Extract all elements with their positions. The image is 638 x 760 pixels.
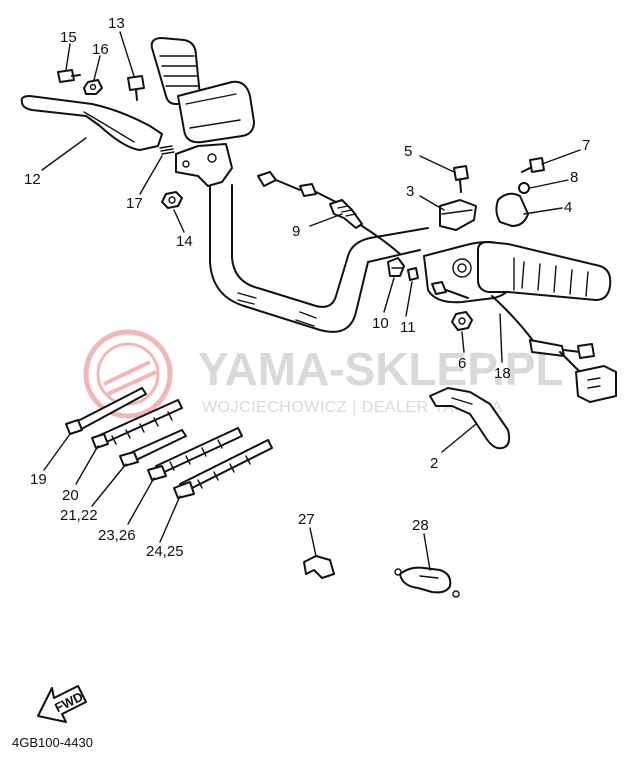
callout-28: 28 (412, 517, 429, 534)
callout-20: 20 (62, 487, 79, 504)
callout-5: 5 (404, 143, 412, 160)
callout-27: 27 (298, 511, 315, 528)
callout-4: 4 (564, 199, 572, 216)
throttle-cable (257, 171, 401, 255)
cable-ties (65, 387, 273, 499)
callout-16: 16 (92, 41, 109, 58)
callout-23-26: 23,26 (98, 527, 136, 544)
callout-6: 6 (458, 355, 466, 372)
callout-18: 18 (494, 365, 511, 382)
lever-holder-bracket (175, 143, 233, 187)
right-grip (477, 241, 612, 301)
callout-9: 9 (292, 223, 300, 240)
left-switch-housing (177, 80, 255, 144)
callout-3: 3 (406, 183, 414, 200)
fwd-direction-arrow: FWD (37, 685, 87, 723)
switch-lead (491, 295, 617, 403)
callout-7: 7 (582, 137, 590, 154)
callout-11: 11 (400, 319, 416, 336)
watermark-subtitle: WOJCIECHOWICZ | DEALER YAMAHA (202, 399, 503, 416)
callout-17: 17 (126, 195, 143, 212)
callout-labels: 15 16 13 12 17 14 9 5 7 8 3 4 10 11 6 18… (24, 15, 590, 560)
throttle-assembly-parts (431, 157, 545, 331)
callout-19: 19 (30, 471, 47, 488)
band-part (394, 566, 460, 598)
callout-13: 13 (108, 15, 125, 32)
callout-2: 2 (430, 455, 438, 472)
callout-8: 8 (570, 169, 578, 186)
callout-24-25: 24,25 (146, 543, 184, 560)
callout-14: 14 (176, 233, 193, 250)
callout-12: 12 (24, 171, 41, 188)
right-lever (429, 387, 511, 450)
watermark-title: YAMA-SKLEP.PL (198, 343, 564, 395)
clip-part (303, 555, 335, 579)
callout-21-22: 21,22 (60, 507, 98, 524)
cable-clamps (387, 257, 419, 281)
left-small-parts (57, 69, 183, 209)
callout-15: 15 (60, 29, 77, 46)
leader-lines (41, 31, 581, 571)
handlebar (209, 184, 429, 333)
drawing-code: 4GB100-4430 (12, 735, 93, 750)
left-lever (20, 95, 163, 151)
callout-10: 10 (372, 315, 389, 332)
watermark: YAMA-SKLEP.PL WOJCIECHOWICZ | DEALER YAM… (83, 329, 564, 419)
